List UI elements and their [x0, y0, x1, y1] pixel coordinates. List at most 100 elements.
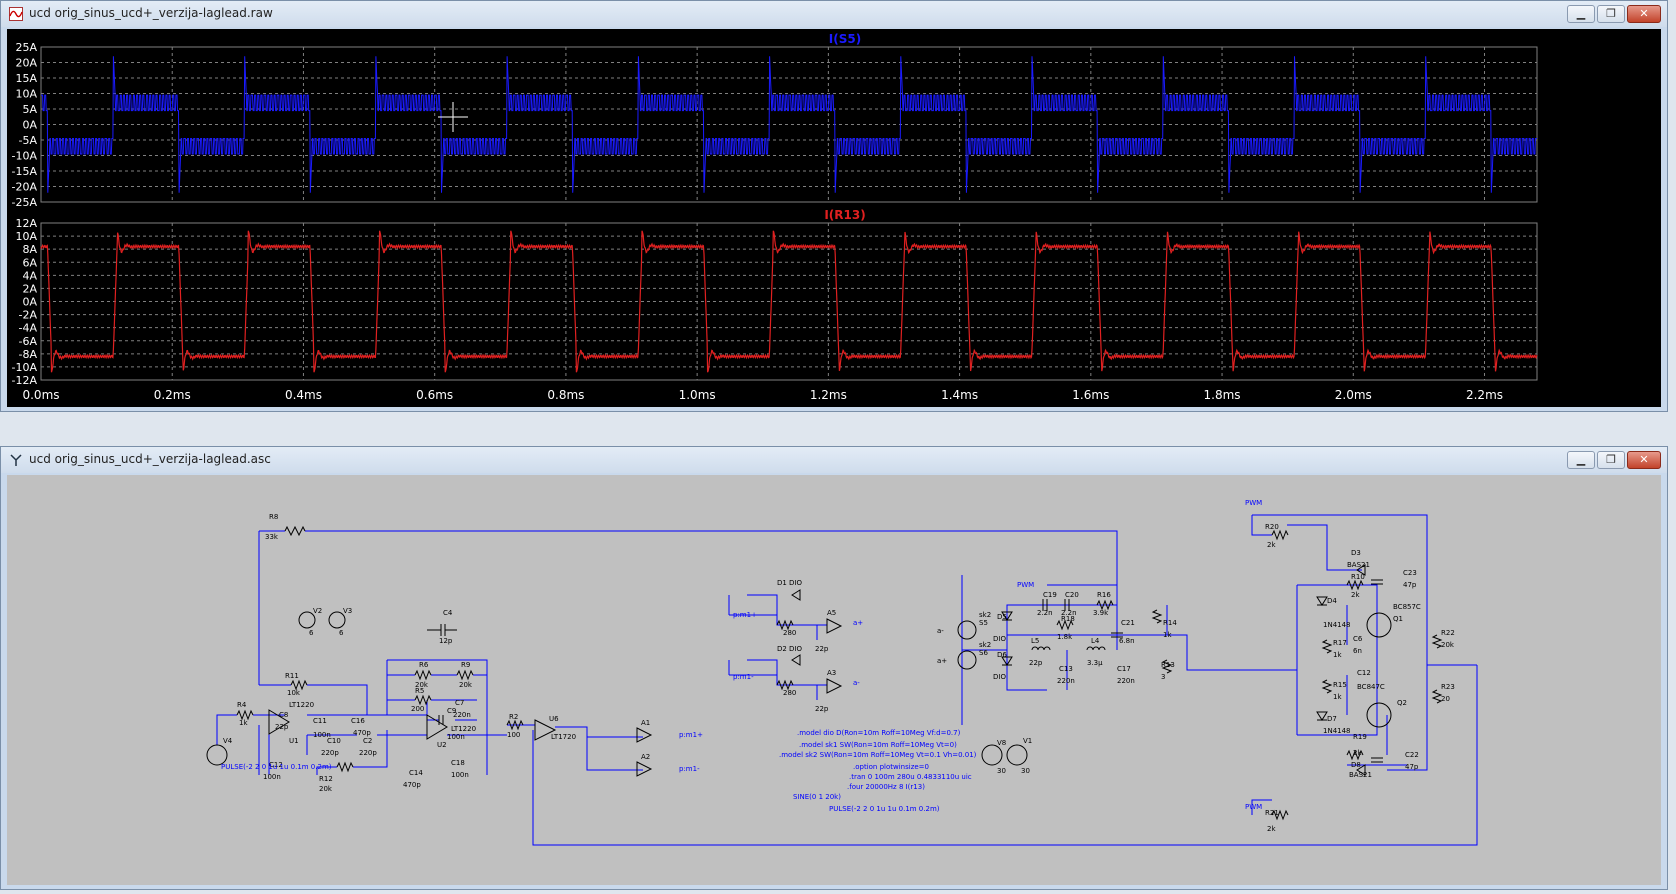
schematic-window-title: ucd orig_sinus_ucd+_verzija-laglead.asc: [29, 452, 271, 466]
schematic-label-d6: D6: [997, 651, 1007, 659]
schematic-label-c4v: 12p: [439, 637, 453, 645]
restore-icon: ❐: [1606, 7, 1616, 20]
schematic-label-pwm1: PWM: [1017, 581, 1034, 589]
schematic-label-r2v: 100: [507, 731, 520, 739]
y-tick-label: 10A: [15, 88, 37, 101]
schematic-label-a3: A3: [827, 669, 836, 677]
schematic-label-sine: SINE(0 1 20k): [793, 793, 841, 801]
schematic-label-c3v: 22p: [815, 705, 829, 713]
schematic-label-v4: V4: [223, 737, 233, 745]
minimize-button[interactable]: ▁: [1567, 5, 1595, 23]
x-tick-label: 0.0ms: [22, 388, 59, 402]
schematic-label-r12: R12: [319, 775, 333, 783]
waveform-plots[interactable]: I(S5) 25A20A15A10A5A0A-5A-10A-15A-20A-25…: [7, 29, 1661, 407]
schematic-drawing[interactable]: R833kV2V366C412pR620kR920kR1110kR5200C71…: [7, 475, 1661, 885]
schematic-label-v1: V1: [1023, 737, 1032, 745]
schematic-label-sb: a+: [937, 657, 947, 665]
schematic-label-c18: C18: [451, 759, 465, 767]
schematic-label-d1: D1: [777, 579, 787, 587]
pane1-trace-label[interactable]: I(S5): [829, 32, 861, 46]
schematic-label-out1: a+: [853, 619, 863, 627]
schematic-label-r14v: 1k: [1163, 631, 1172, 639]
schematic-label-a1: A1: [641, 719, 650, 727]
schematic-label-r14: R14: [1163, 619, 1177, 627]
schematic-label-c18v: 100n: [451, 771, 469, 779]
waveform-window[interactable]: ucd orig_sinus_ucd+_verzija-laglead.raw …: [0, 0, 1668, 412]
y-tick-label: 0A: [22, 119, 37, 132]
x-tick-label: 1.2ms: [810, 388, 847, 402]
schematic-label-q2: Q2: [1397, 699, 1407, 707]
schematic-label-r13v: 3: [1161, 673, 1165, 681]
schematic-label-q2m: BC847C: [1357, 683, 1385, 691]
schematic-label-c7: C7: [455, 699, 464, 707]
minimize-button[interactable]: ▁: [1567, 451, 1595, 469]
pane1-trace: [41, 56, 1537, 193]
waveform-window-title: ucd orig_sinus_ucd+_verzija-laglead.raw: [29, 6, 273, 20]
schematic-label-r11: R11: [285, 672, 299, 680]
y-tick-label: -4A: [19, 322, 38, 335]
schematic-label-c22: C22: [1405, 751, 1419, 759]
schematic-label-r5: R5: [415, 687, 424, 695]
x-tick-label: 2.2ms: [1466, 388, 1503, 402]
schematic-label-r20: R20: [1265, 523, 1279, 531]
schematic-label-r1v: 280: [783, 629, 796, 637]
y-tick-label: -10A: [12, 361, 38, 374]
schematic-label-pulse1: PULSE(-2 2 0 1u 1u 0.1m 0.2m): [221, 763, 332, 771]
schematic-label-c17v: 220n: [1117, 677, 1135, 685]
y-tick-label: -20A: [12, 181, 38, 194]
schematic-titlebar[interactable]: ucd orig_sinus_ucd+_verzija-laglead.asc …: [1, 447, 1667, 473]
schematic-label-four: .four 20000Hz 8 I(r13): [847, 783, 925, 791]
schematic-label-c19v: 2.2n: [1037, 609, 1053, 617]
schematic-label-tran: .tran 0 100m 280u 0.4833110u uic: [849, 773, 972, 781]
schematic-label-c6: C6: [1353, 635, 1363, 643]
pane2-trace-label[interactable]: I(R13): [824, 208, 865, 222]
restore-button[interactable]: ❐: [1597, 5, 1625, 23]
x-tick-label: 0.8ms: [547, 388, 584, 402]
restore-icon: ❐: [1606, 453, 1616, 466]
schematic-label-d5: D5: [997, 613, 1007, 621]
close-button[interactable]: ✕: [1627, 5, 1661, 23]
schematic-label-r3v: 280: [783, 689, 796, 697]
close-button[interactable]: ✕: [1627, 451, 1661, 469]
schematic-label-r18: R18: [1061, 615, 1075, 623]
pane-i-s5[interactable]: I(S5) 25A20A15A10A5A0A-5A-10A-15A-20A-25…: [12, 32, 1538, 209]
crosshair-cursor: [438, 102, 468, 132]
schematic-label-c21v: 6.8n: [1119, 637, 1135, 645]
schematic-label-r9: R9: [461, 661, 470, 669]
schematic-label-l5v: 22p: [1029, 659, 1043, 667]
close-icon: ✕: [1639, 453, 1649, 466]
y-tick-label: -12A: [12, 374, 38, 387]
schematic-label-c11v: 100n: [313, 731, 331, 739]
schematic-label-c20v: 2.2n: [1061, 609, 1077, 617]
schematic-label-c4: C4: [443, 609, 453, 617]
schematic-label-sa: a-: [937, 627, 944, 635]
restore-button[interactable]: ❐: [1597, 451, 1625, 469]
waveform-titlebar[interactable]: ucd orig_sinus_ucd+_verzija-laglead.raw …: [1, 1, 1667, 27]
schematic-label-c2: C2: [363, 737, 372, 745]
schematic-label-opt: .option plotwinsize=0: [853, 763, 929, 771]
close-icon: ✕: [1639, 7, 1649, 20]
minimize-icon: ▁: [1576, 7, 1586, 20]
schematic-label-d2m: DIO: [789, 645, 802, 653]
schematic-label-r4: R4: [237, 701, 247, 709]
schematic-label-c9v: 220n: [453, 711, 471, 719]
schematic-label-r16: R16: [1097, 591, 1111, 599]
schematic-label-r2: R2: [509, 713, 518, 721]
schematic-label-c1v: 22p: [815, 645, 829, 653]
schematic-label-d3m: BAS21: [1347, 561, 1370, 569]
schematic-label-d4m: 1N4148: [1323, 621, 1351, 629]
schematic-label-c13: C13: [1059, 665, 1073, 673]
y-tick-label: -5A: [19, 134, 38, 147]
schematic-window[interactable]: ucd orig_sinus_ucd+_verzija-laglead.asc …: [0, 446, 1668, 890]
schematic-label-u6m: LT1720: [551, 733, 576, 741]
schematic-label-s5: S5: [979, 619, 988, 627]
pane-i-r13[interactable]: I(R13) 12A10A8A6A4A2A0A-2A-4A-6A-8A-10A-…: [12, 208, 1538, 387]
schematic-label-dio5: DIO: [993, 635, 1006, 643]
schematic-label-c16: C16: [351, 717, 365, 725]
schematic-label-d8m: BAS21: [1349, 771, 1372, 779]
schematic-label-r4v: 1k: [239, 719, 248, 727]
